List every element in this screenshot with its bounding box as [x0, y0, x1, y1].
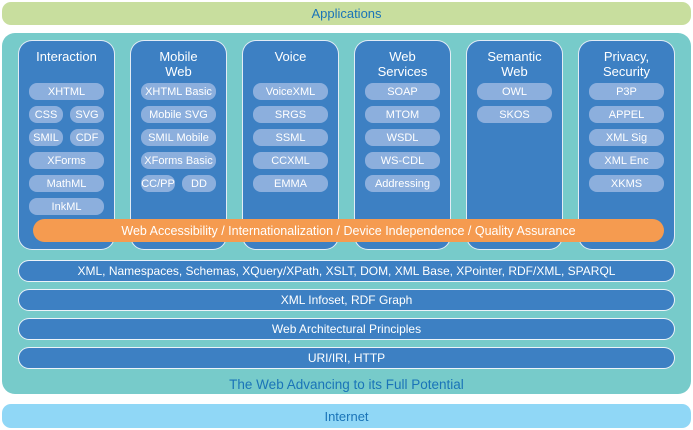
pill-mobile-svg: Mobile SVG	[141, 106, 216, 123]
pill-smil: SMIL	[29, 129, 63, 146]
applications-bar: Applications	[2, 2, 691, 25]
pill-skos: SKOS	[477, 106, 552, 123]
pill-row: XForms	[29, 152, 104, 169]
pill-inkml: InkML	[29, 198, 104, 215]
pill-row: SMIL Mobile	[141, 129, 216, 146]
pill-row: WS-CDL	[365, 152, 440, 169]
cross-cutting-label: Web Accessibility / Internationalization…	[121, 223, 576, 238]
pill-xml-sig: XML Sig	[589, 129, 664, 146]
pill-row: InkML	[29, 198, 104, 215]
pill-row: SRGS	[253, 106, 328, 123]
pill-appel: APPEL	[589, 106, 664, 123]
pill-row: Mobile SVG	[141, 106, 216, 123]
pill-row: SMIL CDF	[29, 129, 104, 146]
foundation-bar-1: XML, Namespaces, Schemas, XQuery/XPath, …	[18, 260, 675, 282]
internet-bar: Internet	[2, 404, 691, 428]
pill-srgs: SRGS	[253, 106, 328, 123]
pill-addressing: Addressing	[365, 175, 440, 192]
tagline: The Web Advancing to its Full Potential	[229, 377, 464, 392]
pill-xkms: XKMS	[589, 175, 664, 192]
pill-soap: SOAP	[365, 83, 440, 100]
pill-emma: EMMA	[253, 175, 328, 192]
pill-wsdl: WSDL	[365, 129, 440, 146]
pill-owl: OWL	[477, 83, 552, 100]
pill-ccxml: CCXML	[253, 152, 328, 169]
pill-xml-enc: XML Enc	[589, 152, 664, 169]
pill-smil-mobile: SMIL Mobile	[141, 129, 216, 146]
pill-row: EMMA	[253, 175, 328, 192]
column-title: Interaction	[36, 49, 97, 64]
pill-ws-cdl: WS-CDL	[365, 152, 440, 169]
pill-mathml: MathML	[29, 175, 104, 192]
column-title: Voice	[274, 49, 307, 64]
pill-row: SKOS	[477, 106, 552, 123]
pill-voicexml: VoiceXML	[253, 83, 328, 100]
pill-row: CC/PP DD	[141, 175, 216, 192]
pill-row: XML Enc	[589, 152, 664, 169]
applications-label: Applications	[311, 6, 382, 21]
pill-row: CSS SVG	[29, 106, 104, 123]
pill-css: CSS	[29, 106, 63, 123]
pill-row: MathML	[29, 175, 104, 192]
pill-xforms-basic: XForms Basic	[141, 152, 216, 169]
foundation-bar-3: Web Architectural Principles	[18, 318, 675, 340]
pill-row: OWL	[477, 83, 552, 100]
pill-ssml: SSML	[253, 129, 328, 146]
pill-row: XForms Basic	[141, 152, 216, 169]
foundation-bar-4: URI/IRI, HTTP	[18, 347, 675, 369]
pill-row: Addressing	[365, 175, 440, 192]
pill-dd: DD	[182, 175, 216, 192]
pill-row: XKMS	[589, 175, 664, 192]
pill-row: WSDL	[365, 129, 440, 146]
pill-mtom: MTOM	[365, 106, 440, 123]
pill-row: CCXML	[253, 152, 328, 169]
internet-label: Internet	[324, 408, 369, 424]
pill-row: P3P	[589, 83, 664, 100]
pill-cdf: CDF	[70, 129, 104, 146]
pill-xhtml: XHTML	[29, 83, 104, 100]
foundation-bar-2: XML Infoset, RDF Graph	[18, 289, 675, 311]
pill-row: APPEL	[589, 106, 664, 123]
pill-row: XHTML Basic	[141, 83, 216, 100]
pill-row: XML Sig	[589, 129, 664, 146]
pill-p3p: P3P	[589, 83, 664, 100]
pill-cc-pp: CC/PP	[141, 175, 175, 192]
pill-row: XHTML	[29, 83, 104, 100]
cross-cutting-bar: Web Accessibility / Internationalization…	[33, 219, 664, 242]
column-title: Privacy,Security	[603, 49, 650, 79]
pill-svg: SVG	[70, 106, 104, 123]
pill-row: VoiceXML	[253, 83, 328, 100]
pill-xforms: XForms	[29, 152, 104, 169]
pill-row: MTOM	[365, 106, 440, 123]
pill-xhtml-basic: XHTML Basic	[141, 83, 216, 100]
pill-row: SOAP	[365, 83, 440, 100]
pill-row: SSML	[253, 129, 328, 146]
